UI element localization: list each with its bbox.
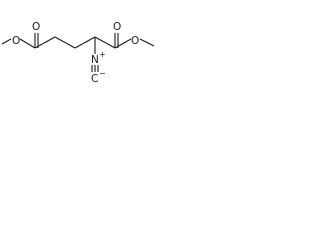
atom-o-ester-left: O (12, 35, 20, 47)
atom-c-isocyano: C (91, 73, 98, 84)
bond-oester-right (114, 38, 132, 49)
charge-n-plus: + (99, 50, 106, 59)
atom-o-carbonyl-right: O (113, 21, 121, 33)
bond-chain-1 (34, 36, 56, 49)
charge-c-minus: − (99, 69, 106, 78)
atom-n-isocyano: N (91, 54, 99, 66)
chemical-structure: O O O O N + C − (1, 21, 155, 84)
bond-chain-2 (54, 36, 76, 49)
bond-oester-left (19, 38, 36, 49)
bond-methyl-left (1, 38, 12, 45)
bond-chain-4 (94, 36, 116, 49)
bond-chain-3 (74, 36, 96, 49)
atom-o-ester-right: O (131, 35, 139, 47)
bond-methyl-right (139, 38, 155, 47)
atom-o-carbonyl-left: O (32, 21, 40, 33)
